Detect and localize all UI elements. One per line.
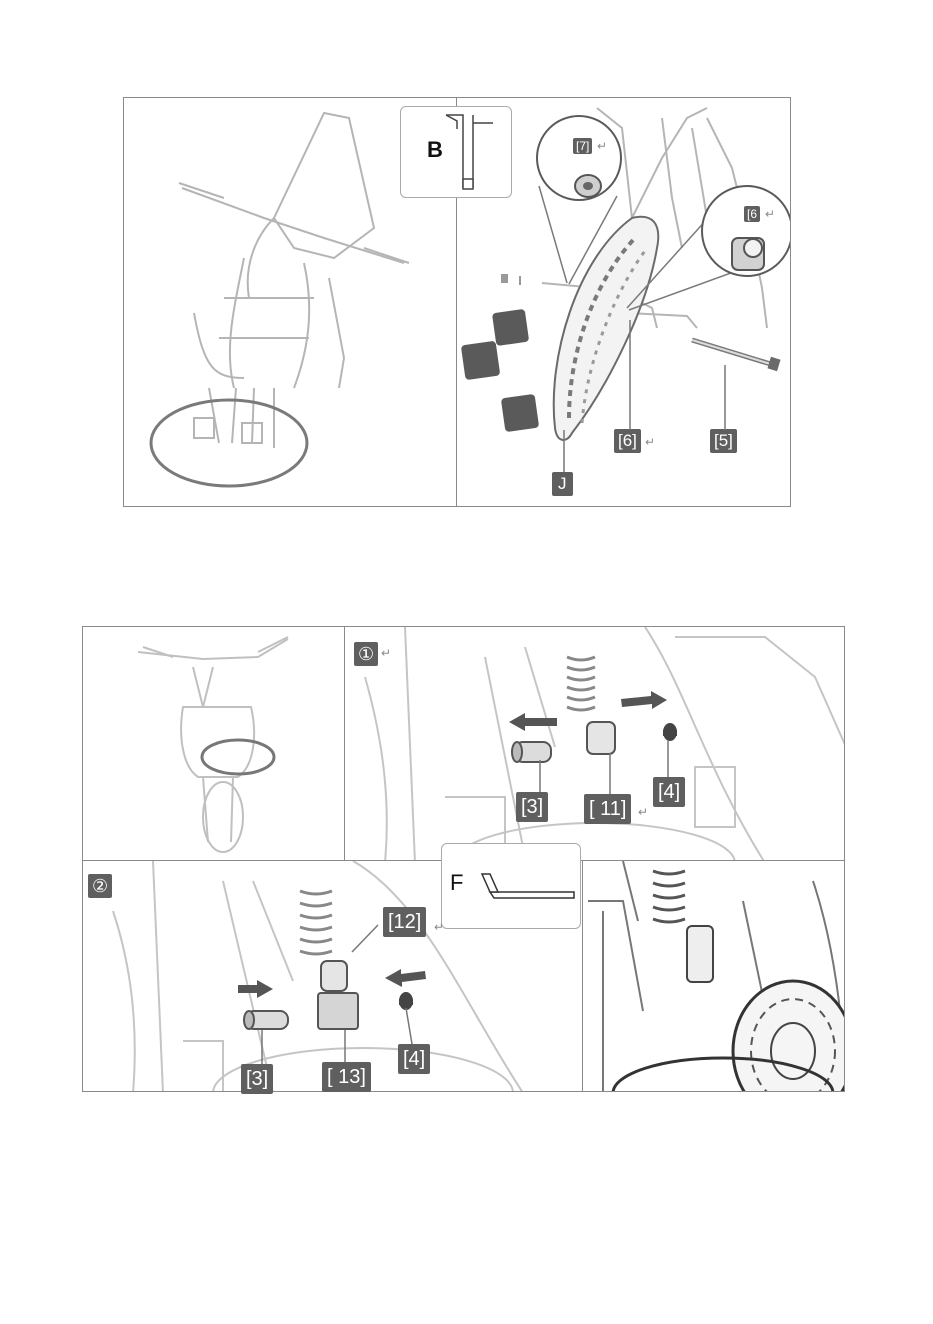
shock-spring	[300, 891, 332, 954]
rear-tire	[733, 981, 845, 1092]
step-2-badge: ②	[88, 874, 112, 898]
return-symbol-icon: ↵	[638, 805, 648, 819]
return-symbol-icon: ↵	[381, 646, 391, 660]
clamp-callout: [ 13]	[322, 1062, 371, 1092]
arrow-right-icon	[238, 980, 273, 998]
spacer-callout: [6]	[614, 429, 641, 453]
shock-removal-illustration	[345, 627, 845, 862]
highlight-ellipse	[202, 740, 274, 774]
step-1-badge: ①	[354, 642, 378, 666]
spacer-zoom-callout: [6	[744, 206, 760, 222]
pin-callout: [3]	[516, 792, 548, 822]
front-tire	[554, 217, 659, 440]
tool-b-box: B	[400, 106, 512, 198]
arrow-left-icon	[385, 969, 426, 987]
return-symbol-icon: ↵	[765, 207, 775, 221]
bolt-illustration	[399, 992, 413, 1010]
bolt-callout: [4]	[653, 777, 685, 807]
step-1-panel	[344, 626, 845, 862]
spacer-parts	[461, 274, 539, 432]
axle-callout: [5]	[710, 429, 737, 453]
hex-key-icon	[401, 107, 512, 198]
clamp-bracket	[318, 993, 358, 1029]
assembled-shock-illustration	[583, 861, 845, 1092]
pin-illustration	[244, 1011, 288, 1029]
shock-spring	[567, 657, 595, 710]
axle-illustration	[692, 340, 781, 371]
figure-2-overview-panel	[82, 626, 346, 862]
wheel-callout: J	[552, 472, 573, 496]
allen-wrench-icon	[442, 844, 581, 929]
highlight-ellipse	[151, 400, 307, 486]
return-symbol-icon: ↵	[597, 139, 607, 153]
result-panel	[582, 860, 845, 1092]
return-symbol-icon: ↵	[645, 435, 655, 449]
shock-eye-nut	[321, 961, 347, 991]
tool-f-box: F	[441, 843, 581, 929]
mount-callout: [12]	[383, 907, 426, 937]
washer-callout: [7]	[573, 138, 592, 154]
shock-eye-nut	[587, 722, 615, 754]
shock-spring	[653, 871, 685, 922]
pin-illustration	[512, 742, 551, 762]
bolt-illustration	[663, 723, 677, 741]
return-symbol-icon: ↵	[434, 920, 444, 934]
pin-callout-2: [3]	[241, 1064, 273, 1094]
arrow-right-icon	[621, 691, 667, 709]
bolt-callout-2: [4]	[398, 1044, 430, 1074]
nut-callout: [ 11]	[584, 794, 631, 824]
motorbike-rear-illustration	[83, 627, 346, 862]
